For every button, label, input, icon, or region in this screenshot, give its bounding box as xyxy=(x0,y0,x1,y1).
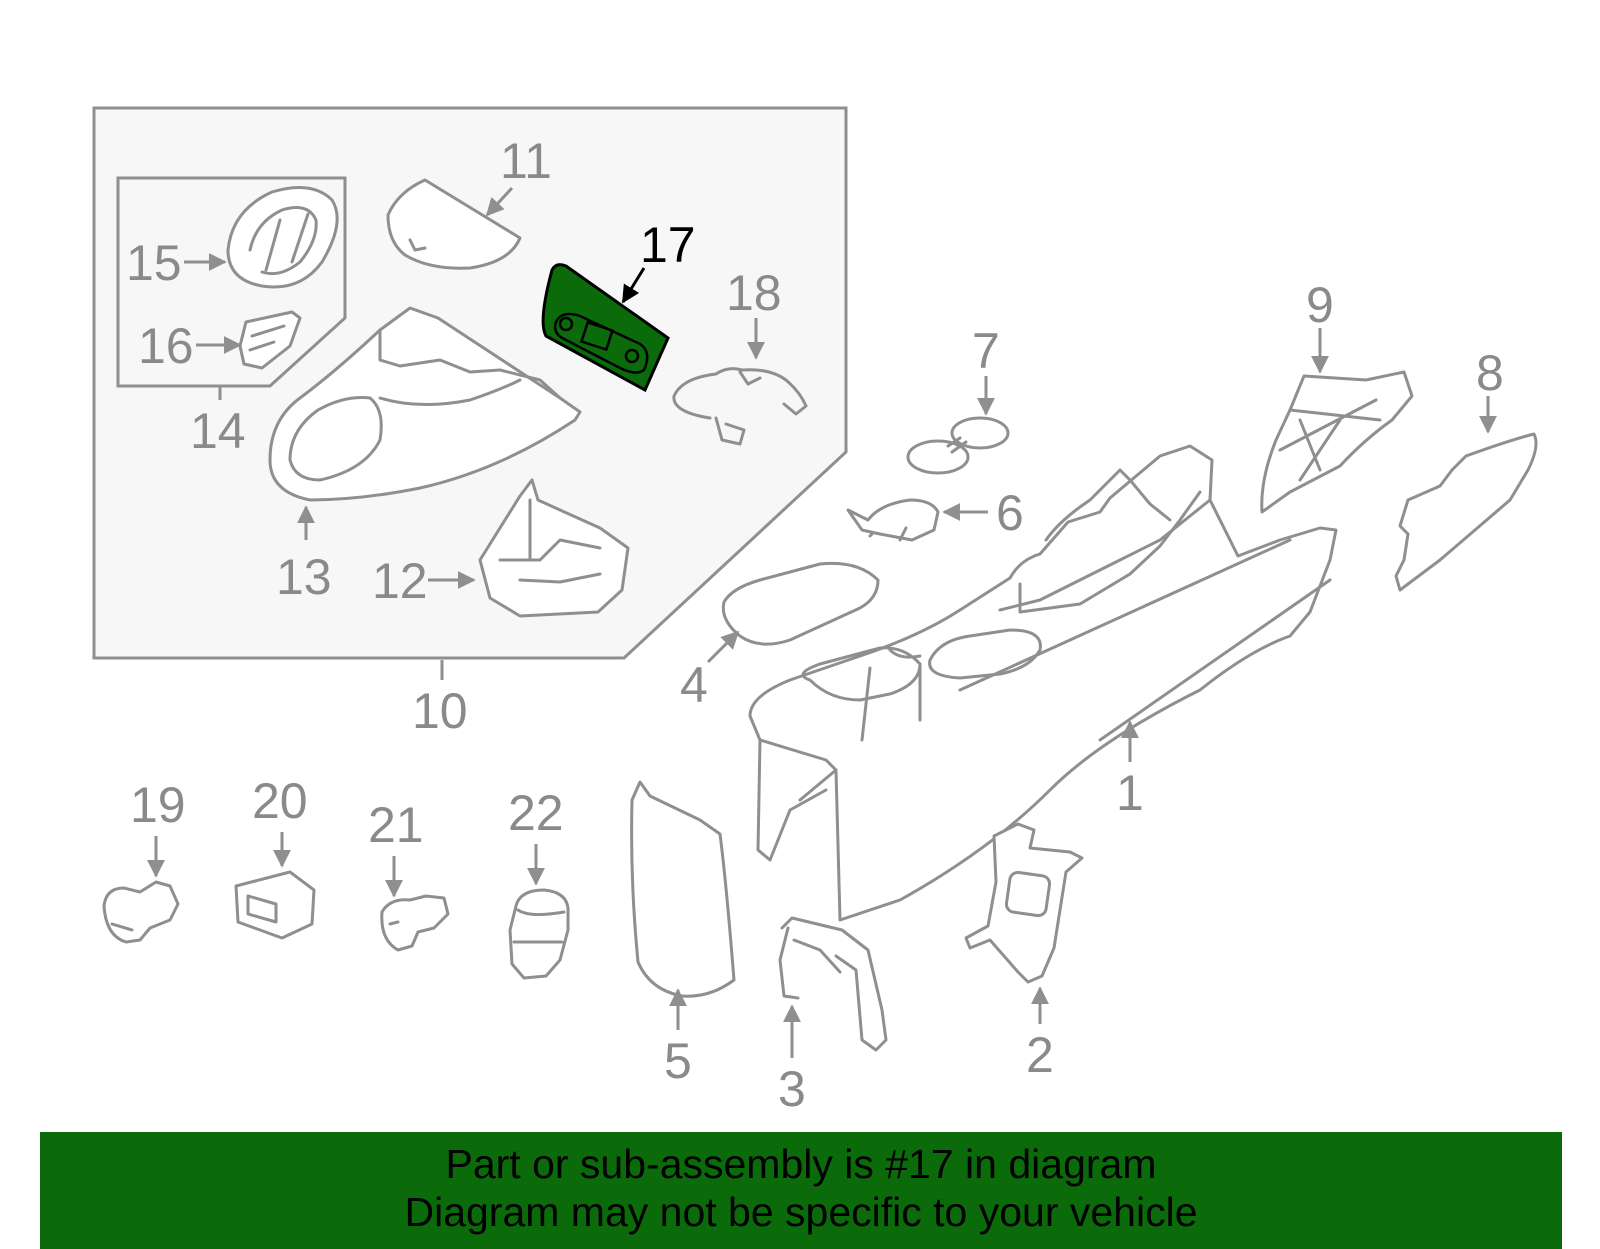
svg-text:8: 8 xyxy=(1476,345,1504,401)
part-12-bracket xyxy=(478,478,630,618)
svg-text:16: 16 xyxy=(138,318,194,374)
svg-text:2: 2 xyxy=(1026,1027,1054,1083)
svg-text:9: 9 xyxy=(1306,277,1334,333)
callout-11: 11 xyxy=(485,133,552,217)
svg-text:7: 7 xyxy=(972,323,1000,379)
svg-text:13: 13 xyxy=(276,549,332,605)
part-6-trim xyxy=(846,498,940,542)
callout-9: 9 xyxy=(1306,277,1334,374)
svg-text:21: 21 xyxy=(368,797,424,853)
svg-text:14: 14 xyxy=(190,403,246,459)
callout-5: 5 xyxy=(664,988,692,1089)
callout-22: 22 xyxy=(508,785,564,886)
svg-text:17: 17 xyxy=(640,217,696,273)
part-7-cup-rings xyxy=(906,416,1010,475)
part-13-console-upper xyxy=(268,306,582,502)
banner-line-1: Part or sub-assembly is #17 in diagram xyxy=(445,1141,1157,1187)
callout-14: 14 xyxy=(190,386,246,459)
info-banner: Part or sub-assembly is #17 in diagram D… xyxy=(40,1132,1562,1249)
part-19-socket xyxy=(102,880,180,944)
part-15-bezel xyxy=(226,186,339,289)
part-1-floor-console xyxy=(748,444,1338,922)
callout-12: 12 xyxy=(372,553,476,609)
callout-17[interactable]: 17 xyxy=(621,217,696,304)
svg-text:22: 22 xyxy=(508,785,564,841)
callout-13: 13 xyxy=(276,505,332,605)
callout-8: 8 xyxy=(1476,345,1504,434)
part-22-switch xyxy=(508,888,570,980)
subassembly-14-box xyxy=(116,176,347,388)
part-20-usb-jack xyxy=(234,870,316,940)
part-9-side-panel xyxy=(1260,370,1414,514)
svg-text:4: 4 xyxy=(680,657,708,713)
callout-18: 18 xyxy=(726,265,782,360)
callout-19: 19 xyxy=(130,777,186,878)
svg-text:18: 18 xyxy=(726,265,782,321)
part-8-side-cover xyxy=(1394,432,1538,592)
svg-text:19: 19 xyxy=(130,777,186,833)
part-11-cover xyxy=(386,178,522,270)
part-17-switch-panel[interactable] xyxy=(541,263,670,393)
svg-text:20: 20 xyxy=(252,773,308,829)
svg-text:5: 5 xyxy=(664,1033,692,1089)
svg-text:10: 10 xyxy=(412,683,468,739)
callout-3: 3 xyxy=(778,1004,806,1117)
callout-4: 4 xyxy=(680,630,740,713)
part-18-harness xyxy=(672,367,808,446)
callout-20: 20 xyxy=(252,773,308,868)
callout-15: 15 xyxy=(126,235,227,291)
callout-7: 7 xyxy=(972,323,1000,416)
part-4-mat xyxy=(721,561,880,646)
callout-2: 2 xyxy=(1026,986,1054,1083)
svg-text:12: 12 xyxy=(372,553,428,609)
banner-line-2: Diagram may not be specific to your vehi… xyxy=(404,1189,1198,1235)
svg-text:15: 15 xyxy=(126,235,182,291)
svg-text:3: 3 xyxy=(778,1061,806,1117)
svg-text:11: 11 xyxy=(500,133,552,189)
svg-text:6: 6 xyxy=(996,485,1024,541)
callout-21: 21 xyxy=(368,797,424,898)
part-3-bracket xyxy=(778,916,888,1052)
part-5-rear-panel xyxy=(630,780,736,998)
callout-10: 10 xyxy=(412,660,468,739)
part-2-bracket xyxy=(964,822,1084,984)
svg-text:1: 1 xyxy=(1116,765,1144,821)
callout-1: 1 xyxy=(1116,720,1144,821)
callout-16: 16 xyxy=(138,318,242,374)
callout-6: 6 xyxy=(942,485,1024,541)
part-21-power-outlet xyxy=(380,894,450,952)
